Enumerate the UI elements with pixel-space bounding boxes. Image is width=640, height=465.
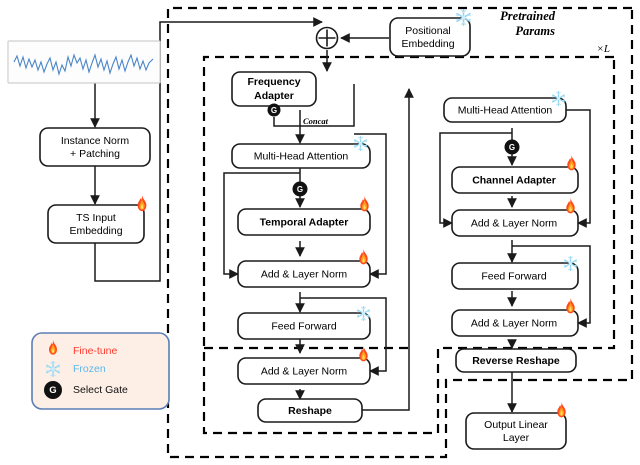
channel-addln2-label: Add & Layer Norm [471,317,558,329]
gate-glyph: G [509,143,515,152]
channel-adapter-label: Channel Adapter [472,174,556,186]
channel-addln1-label: Add & Layer Norm [471,217,558,229]
flame-icon [557,402,566,418]
channel-feed-forward-label: Feed Forward [481,270,547,282]
frequency-adapter-label-1: Frequency [247,76,300,88]
temporal-mha-label: Multi-Head Attention [254,150,349,162]
pretrained-params-label-1: Pretrained [500,9,556,23]
gate-glyph: G [271,106,277,115]
temporal-adapter-label: Temporal Adapter [260,216,349,228]
select-gate-icon: G [44,381,62,399]
temporal-addln2-label: Add & Layer Norm [261,365,348,377]
pretrained-params-region [166,6,634,459]
gate-glyph: G [297,185,303,194]
repeat-block-region [202,55,616,435]
output-linear-layer-label-2: Layer [503,432,530,444]
node-temporal-adapter[interactable]: Temporal Adapter [237,208,371,236]
instance-norm-label-2: + Patching [70,148,120,160]
node-reverse-reshape[interactable]: Reverse Reshape [455,348,577,373]
temporal-addln1-label: Add & Layer Norm [261,268,348,280]
node-output-linear-layer[interactable]: Output Linear Layer [465,412,567,450]
time-series-input-plot [7,40,161,84]
temporal-feed-forward-label: Feed Forward [271,320,337,332]
node-channel-adapter[interactable]: Channel Adapter [451,166,579,194]
node-channel-add-layer-norm-2[interactable]: Add & Layer Norm [451,309,579,337]
node-temporal-feed-forward[interactable]: Feed Forward [237,312,371,340]
flame-icon [360,196,369,212]
flame-icon [566,298,575,314]
positional-embedding-label-2: Embedding [401,38,454,50]
ts-input-embedding-label-1: TS Input [76,212,116,224]
flame-icon [566,198,575,214]
ts-input-embedding-label-2: Embedding [69,225,122,237]
node-channel-add-layer-norm-1[interactable]: Add & Layer Norm [451,209,579,237]
flame-icon [137,195,147,212]
legend: Fine-tune Frozen G Select Gate [31,332,170,410]
legend-label-select-gate: Select Gate [73,384,128,396]
node-ts-input-embedding[interactable]: TS Input Embedding [47,204,145,244]
channel-mha-label: Multi-Head Attention [458,104,553,116]
node-instance-norm[interactable]: Instance Norm + Patching [39,127,151,167]
reshape-label: Reshape [288,405,332,417]
frequency-adapter-label-2: Adapter [254,90,294,102]
positional-embedding-label-1: Positional [405,25,451,37]
concat-edge-label: Concat [303,116,329,126]
flame-icon [359,249,368,265]
node-channel-feed-forward[interactable]: Feed Forward [451,262,579,290]
flame-icon [567,155,576,171]
instance-norm-label-1: Instance Norm [61,135,130,147]
reverse-reshape-label: Reverse Reshape [472,355,560,367]
gate-channel-adapter[interactable]: G [504,139,520,155]
node-temporal-add-layer-norm-1[interactable]: Add & Layer Norm [237,260,371,288]
gate-frequency-adapter[interactable]: G [267,103,281,117]
node-reshape[interactable]: Reshape [257,398,363,423]
repeat-count-label: ×L [596,43,610,55]
legend-label-frozen: Frozen [73,363,106,375]
gate-temporal-adapter[interactable]: G [292,181,308,197]
node-temporal-multi-head-attention[interactable]: Multi-Head Attention [231,143,371,169]
node-positional-embedding[interactable]: Positional Embedding [389,17,471,57]
node-frequency-adapter[interactable]: Frequency Adapter [231,71,317,107]
output-linear-layer-label-1: Output Linear [484,419,548,431]
edges [90,17,591,413]
pretrained-params-label-2: Params [515,24,555,38]
node-channel-multi-head-attention[interactable]: Multi-Head Attention [443,97,567,123]
add-operator [315,26,339,50]
gate-glyph: G [49,385,56,396]
legend-label-finetune: Fine-tune [73,345,118,357]
node-temporal-add-layer-norm-2[interactable]: Add & Layer Norm [237,357,371,385]
